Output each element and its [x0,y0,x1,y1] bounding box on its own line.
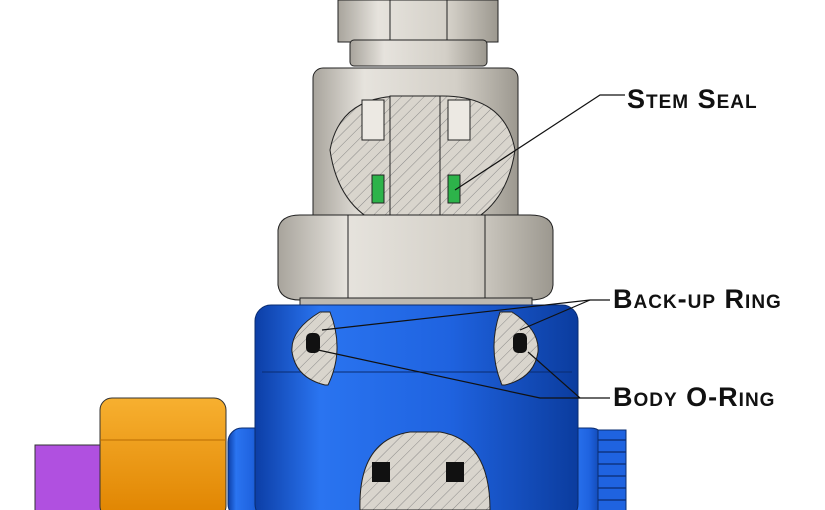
bonnet [312,67,519,242]
orange-fitting-nut [99,397,227,510]
stem-seal-left [371,174,385,204]
bonnet-hex-nut [277,214,554,311]
body-oring-right [513,333,527,353]
stem-seal-right [447,174,461,204]
label-backup-ring: Back-up Ring [613,284,782,314]
valve-body [227,304,627,510]
label-stem-seal: Stem Seal [627,84,758,114]
body-oring-left [306,333,320,353]
purple-fitting [34,444,106,510]
leader-lines [317,94,625,399]
label-body-oring: Body O-Ring [613,382,776,412]
top-hex-nut [337,0,499,67]
